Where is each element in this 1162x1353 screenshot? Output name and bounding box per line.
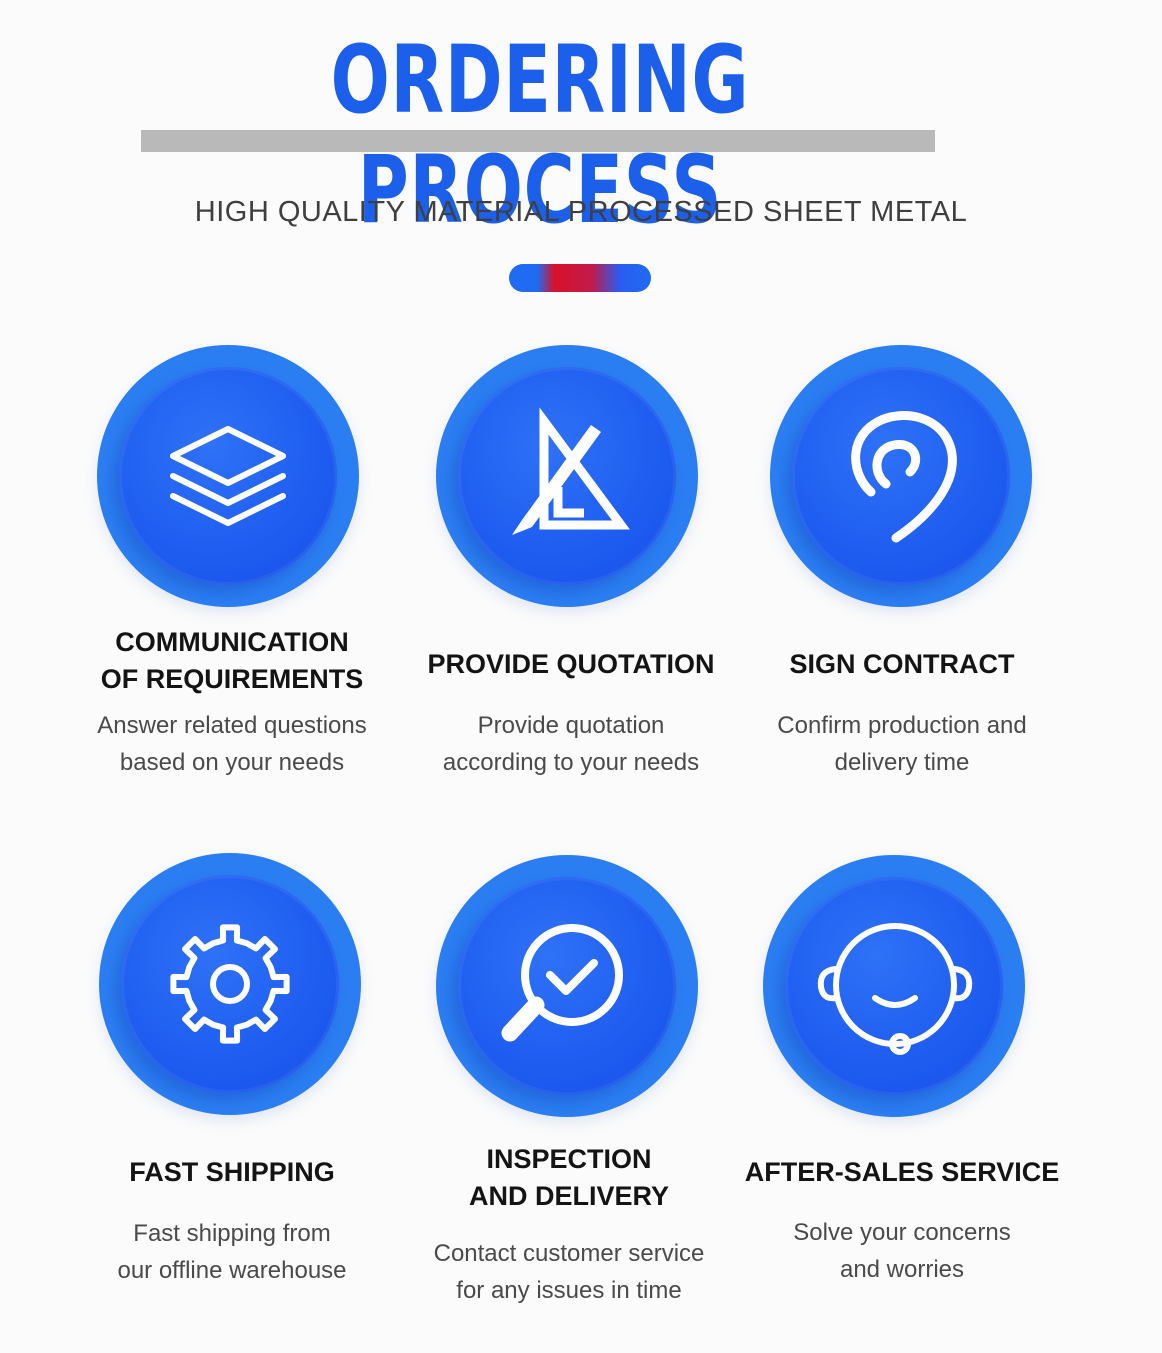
step-title: COMMUNICATION OF REQUIREMENTS (100, 627, 364, 694)
step-description: Confirm production and delivery time (777, 712, 1027, 776)
step-description: Provide quotation according to your need… (442, 712, 700, 776)
step-title: PROVIDE QUOTATION (427, 649, 715, 679)
layers-icon (170, 426, 286, 526)
page-title: ORDERING PROCESS (330, 26, 750, 245)
step-title: AFTER-SALES SERVICE (744, 1157, 1060, 1187)
step-description: Answer related questions based on your n… (97, 712, 367, 776)
step-description: Contact customer service for any issues … (433, 1240, 705, 1304)
headset-icon (817, 923, 973, 1055)
gear-icon (170, 924, 290, 1044)
title-underline (141, 130, 935, 152)
step-title: SIGN CONTRACT (789, 649, 1015, 679)
header: ORDERING PROCESS (0, 0, 1162, 245)
step-title: FAST SHIPPING (129, 1157, 335, 1187)
step-circle-quotation (436, 345, 698, 607)
step-circle-inspection (436, 855, 698, 1117)
magnifier-check-icon (501, 924, 623, 1042)
step-description: Solve your concerns and worries (793, 1219, 1011, 1283)
divider-pill (509, 264, 651, 292)
step-title: INSPECTION AND DELIVERY (468, 1144, 670, 1211)
page-subtitle: HIGH QUALITY MATERIAL PROCESSED SHEET ME… (194, 196, 968, 228)
ruler-pencil-icon (512, 407, 630, 535)
signature-icon (851, 411, 957, 543)
step-description: Fast shipping from our offline warehouse (117, 1220, 347, 1284)
step-circle-shipping (99, 853, 361, 1115)
step-circle-contract (770, 345, 1032, 607)
step-circle-after-sales (763, 855, 1025, 1117)
step-circle-communication (97, 345, 359, 607)
